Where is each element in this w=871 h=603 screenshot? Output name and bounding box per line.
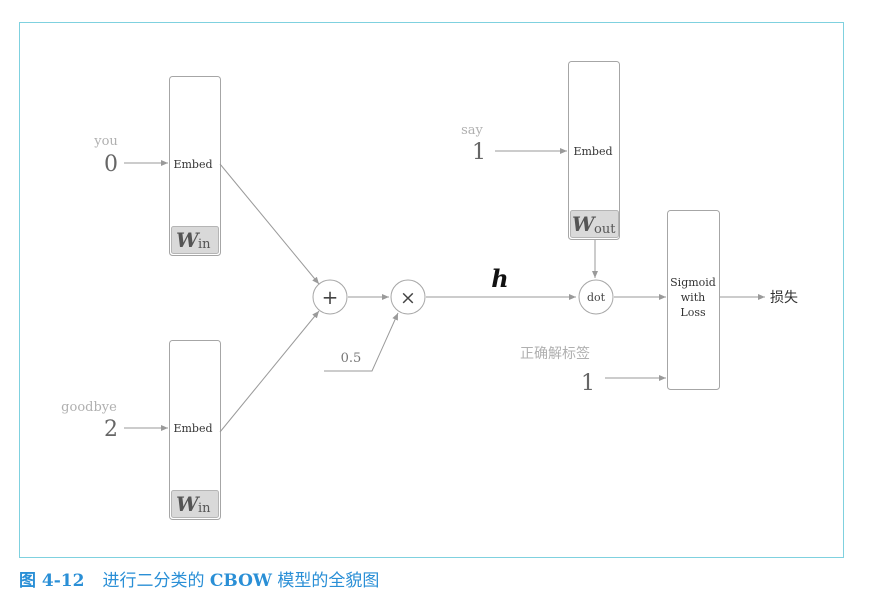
id-you: 0 [104,152,118,177]
weight-out-symbol: W [572,212,597,236]
caption-text-bold: CBOW [209,571,272,591]
loss-block-label: Loss [680,306,706,319]
arrow-embed2-to-plus [219,310,320,433]
arrow-half-to-times [324,312,399,372]
weight-in-subscript: in [198,237,211,252]
times-node [390,279,426,315]
embed-label: Embed [173,422,212,435]
figure-number: 图 4-12 [19,571,85,591]
word-say: say [461,123,483,138]
scale-value: 0.5 [341,351,362,366]
embed-block-say: Embed W out [568,61,620,240]
dot-node [578,279,614,315]
weight-in-symbol: W [176,228,201,252]
embed-label: Embed [573,145,612,158]
word-goodbye: goodbye [61,400,117,415]
dot-label: dot [587,291,606,304]
weight-in-subscript: in [198,501,211,516]
loss-output-label: 损失 [770,290,798,306]
id-goodbye: 2 [104,417,118,442]
times-symbol: × [400,287,416,309]
id-say: 1 [472,140,486,165]
caption-text-prefix: 进行二分类的 [102,571,210,591]
figure-caption: 图 4-12 进行二分类的 CBOW 模型的全貌图 [19,566,379,591]
sigmoid-loss-block: Sigmoid with Loss [667,210,720,390]
embed-label: Embed [173,158,212,171]
sigmoid-label: Sigmoid [670,276,716,289]
correct-label-value: 1 [581,371,595,396]
caption-text-suffix: 模型的全貌图 [272,571,380,591]
arrow-embed1-to-plus [219,163,320,285]
figure-frame [19,22,844,558]
hidden-vector-label: h [491,264,508,293]
plus-node [312,279,348,315]
with-label: with [681,291,705,304]
word-you: you [93,134,118,149]
weight-in-symbol: W [176,492,201,516]
plus-symbol: + [322,285,339,309]
embed-block-goodbye: Embed W in [169,340,221,520]
embed-block-you: Embed W in [169,76,221,256]
weight-out-subscript: out [594,222,616,237]
correct-label-caption: 正确解标签 [520,345,590,362]
